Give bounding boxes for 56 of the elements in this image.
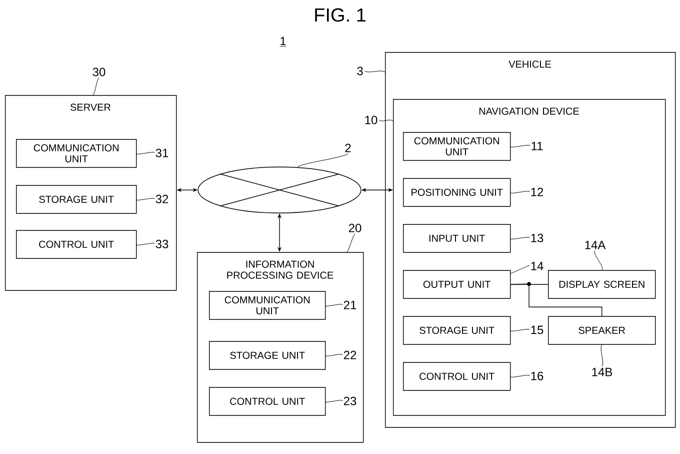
leader-line (364, 70, 386, 72)
leader-line (136, 152, 155, 154)
leader-line (325, 304, 343, 306)
leader-line (510, 236, 530, 240)
leader-line (136, 198, 155, 200)
unit-box: CONTROL UNIT (403, 362, 511, 391)
leader-line (510, 190, 530, 194)
reference-number: 32 (156, 194, 168, 204)
unit-box: INPUT UNIT (403, 224, 511, 253)
unit-box: STORAGE UNIT (209, 340, 326, 370)
reference-number: 10 (365, 116, 378, 124)
unit-box: OUTPUT UNIT (403, 270, 511, 299)
reference-number: 30 (92, 68, 106, 76)
reference-number: 11 (532, 142, 543, 150)
unit-box: CONTROL UNIT (16, 230, 137, 259)
reference-number: 1 (279, 36, 287, 47)
unit-box: SPEAKER (548, 316, 656, 345)
leader-line (325, 354, 343, 356)
reference-number: 14B (592, 368, 612, 376)
reference-number: 16 (531, 372, 544, 380)
leader-line (510, 374, 530, 378)
connector (510, 284, 602, 316)
leader-line (297, 153, 348, 168)
leader-line (510, 144, 530, 148)
network-ellipse (198, 166, 362, 214)
leader-line (510, 265, 530, 274)
unit-box: STORAGE UNIT (16, 185, 137, 214)
unit-box: COMMUNICATION UNIT (16, 139, 137, 168)
unit-box: POSITIONING UNIT (403, 178, 511, 207)
leader-line (92, 77, 100, 96)
leader-line (346, 233, 356, 252)
unit-box: DISPLAY SCREEN (548, 270, 656, 299)
reference-number: 3 (357, 66, 363, 76)
reference-number: 21 (344, 300, 356, 310)
reference-number: 20 (348, 224, 362, 232)
reference-number: 14 (531, 262, 544, 270)
unit-box: CONTROL UNIT (209, 386, 326, 416)
reference-number: 14A (585, 240, 606, 250)
reference-number: 23 (344, 396, 356, 406)
reference-number: 12 (531, 188, 544, 196)
figure-title: FIG. 1 (315, 8, 366, 22)
unit-box: COMMUNICATION UNIT (209, 291, 326, 320)
leader-line (378, 120, 394, 122)
leader-line (325, 400, 343, 402)
leader-line (510, 328, 530, 332)
leader-line (600, 344, 604, 367)
reference-number: 22 (344, 350, 356, 360)
unit-box: COMMUNICATION UNIT (403, 132, 511, 161)
reference-number: 31 (156, 148, 168, 158)
reference-number: 33 (156, 240, 168, 248)
reference-number: 2 (345, 144, 351, 152)
leader-line (594, 250, 603, 270)
reference-number: 15 (531, 326, 544, 334)
reference-number: 13 (531, 234, 544, 242)
leader-line (136, 242, 155, 246)
unit-box: STORAGE UNIT (403, 316, 511, 345)
